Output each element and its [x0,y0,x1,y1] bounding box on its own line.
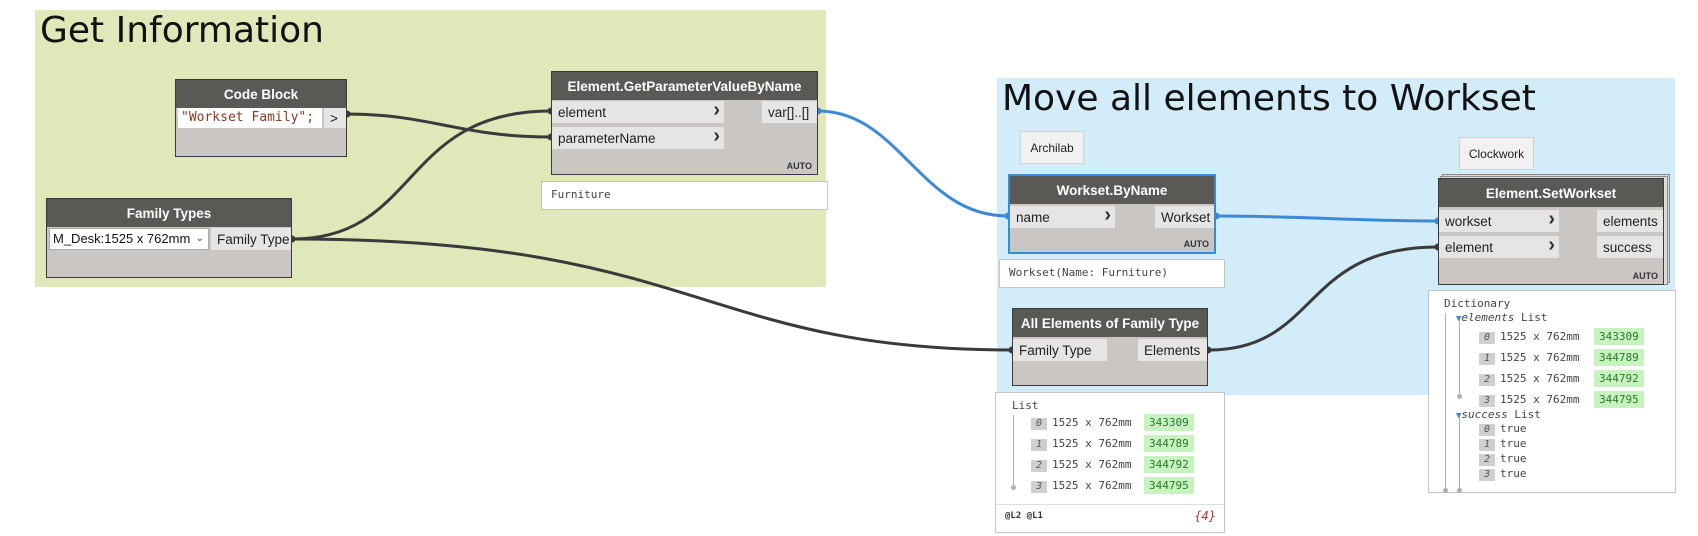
group-title: Get Information [40,10,324,51]
list-levels: @L2 @L1 [1005,511,1043,521]
dictionary-key-success: ▼success List [1456,408,1541,421]
node-title: Code Block [176,80,346,108]
preview-value: Furniture [551,188,611,201]
family-type-dropdown[interactable]: M_Desk:1525 x 762mm ⌄ [49,228,209,250]
set-workset-node[interactable]: Element.SetWorkset workset element eleme… [1438,178,1664,285]
wire-familytype-to-allelements [291,237,1013,352]
lacing-label: AUTO [786,161,812,171]
package-tag-archilab: Archilab [1020,131,1084,164]
get-parameter-preview: Furniture [541,181,828,210]
input-port-element[interactable]: element [552,99,724,123]
node-title: Family Types [47,199,291,227]
input-port-workset[interactable]: workset [1439,208,1559,232]
get-parameter-node[interactable]: Element.GetParameterValueByName element … [551,71,818,175]
wire-code-to-parametername [346,112,552,139]
lacing-label: AUTO [1183,239,1209,249]
dropdown-value: M_Desk:1525 x 762mm [53,231,191,246]
dictionary-key-elements: ▼elements List [1456,311,1548,324]
output-port-success[interactable]: success [1597,236,1663,258]
node-title: Element.SetWorkset [1439,179,1663,207]
output-port[interactable]: Family Type [211,228,291,250]
node-title: All Elements of Family Type [1013,309,1207,337]
chevron-down-icon: ⌄ [195,233,204,244]
wire-familytype-to-element [291,109,552,241]
wire-workset-to-setworkset [1215,214,1439,223]
list-count: {4} [1194,509,1216,523]
package-tag-clockwork: Clockwork [1459,137,1534,170]
input-port-family-type[interactable]: Family Type [1013,339,1107,361]
wire-elements-to-element [1207,245,1439,352]
preview-value: Workset(Name: Furniture) [1009,266,1168,279]
all-elements-node[interactable]: All Elements of Family Type Family Type … [1012,308,1208,386]
group-title: Move all elements to Workset [1002,78,1536,119]
family-types-node[interactable]: Family Types M_Desk:1525 x 762mm ⌄ Famil… [46,198,292,278]
lacing-label: AUTO [1632,271,1658,281]
output-port[interactable]: Workset [1155,206,1214,228]
preview-header: Dictionary [1444,297,1511,310]
workset-byname-preview: Workset(Name: Furniture) [999,259,1225,288]
preview-header: List [1012,399,1039,412]
input-port-name[interactable]: name [1010,204,1115,228]
output-port-elements[interactable]: elements [1597,210,1663,232]
node-title: Workset.ByName [1010,176,1214,204]
wire-var-to-name [817,109,1009,218]
workset-byname-node[interactable]: Workset.ByName name Workset AUTO [1008,174,1216,254]
input-port-element[interactable]: element [1439,234,1559,258]
node-title: Element.GetParameterValueByName [552,72,817,100]
output-port[interactable]: var[]..[] [762,101,817,123]
code-block-node[interactable]: Code Block "Workset Family"; > [175,79,347,157]
output-port[interactable]: > [324,108,346,128]
input-port-parametername[interactable]: parameterName [552,125,724,149]
code-input[interactable]: "Workset Family"; [178,108,322,128]
output-port[interactable]: Elements [1138,339,1207,361]
